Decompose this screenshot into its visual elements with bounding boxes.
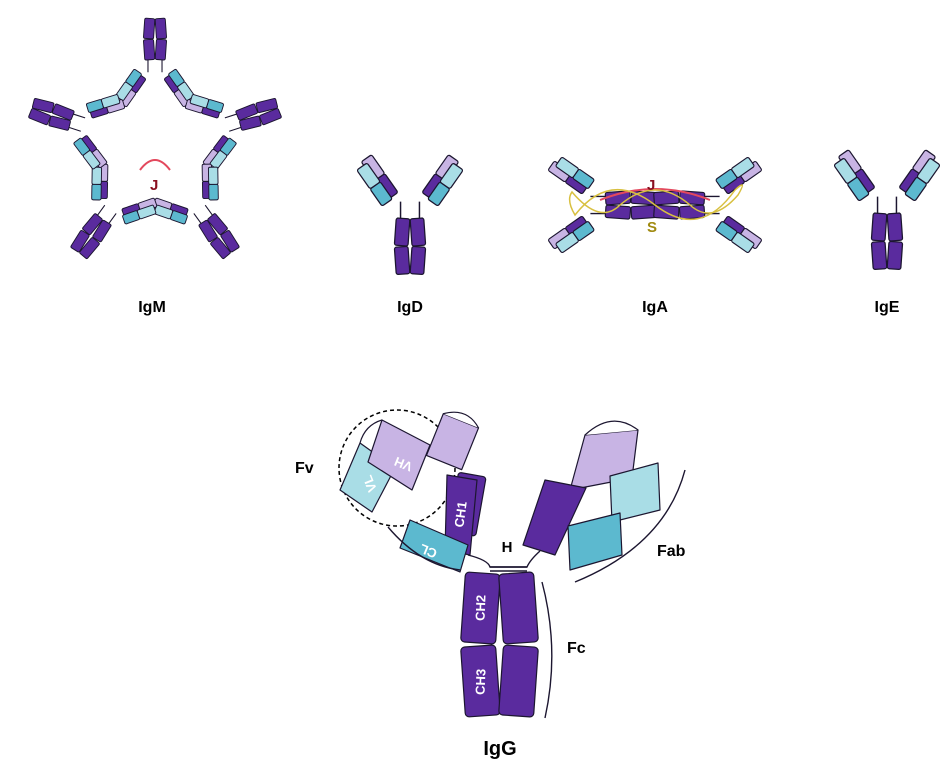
igm-monomer [19, 69, 129, 175]
iga-label: IgA [642, 299, 668, 316]
iga-monomer-right [654, 155, 763, 256]
igm-monomer [146, 157, 265, 278]
igd-structure [354, 155, 465, 275]
igd-label: IgD [397, 299, 423, 316]
igd-monomer [354, 155, 465, 275]
ige-monomer [831, 150, 942, 270]
iga-s-label: S [647, 219, 657, 236]
ch3-text: CH3 [473, 669, 489, 696]
igm-j-label: J [150, 177, 158, 194]
fc-label: Fc [567, 640, 586, 657]
igm-structure: J IgM [19, 18, 292, 316]
ige-label: IgE [875, 299, 900, 316]
igm-j-chain [140, 160, 170, 170]
fc-arc [542, 582, 552, 718]
igg-structure: VH VL CH1 CL H CH2 CH3 Fv Fab Fc IgG [295, 407, 686, 760]
igm-monomer [45, 157, 164, 278]
igg-label: IgG [483, 738, 516, 760]
ch3-domain-right [499, 645, 539, 717]
ch2-domain-right [499, 572, 539, 644]
ige-structure [831, 150, 942, 270]
ch2-text: CH2 [473, 595, 489, 622]
iga-j-label: J [647, 177, 655, 194]
iga-structure [548, 155, 762, 256]
igm-label: IgM [138, 299, 166, 316]
iga-monomer-left [548, 155, 657, 256]
fv-label: Fv [295, 460, 314, 477]
igm-monomer [181, 69, 291, 175]
h-label: H [502, 539, 513, 556]
fab-label: Fab [657, 543, 686, 560]
igm-monomer [114, 18, 197, 107]
